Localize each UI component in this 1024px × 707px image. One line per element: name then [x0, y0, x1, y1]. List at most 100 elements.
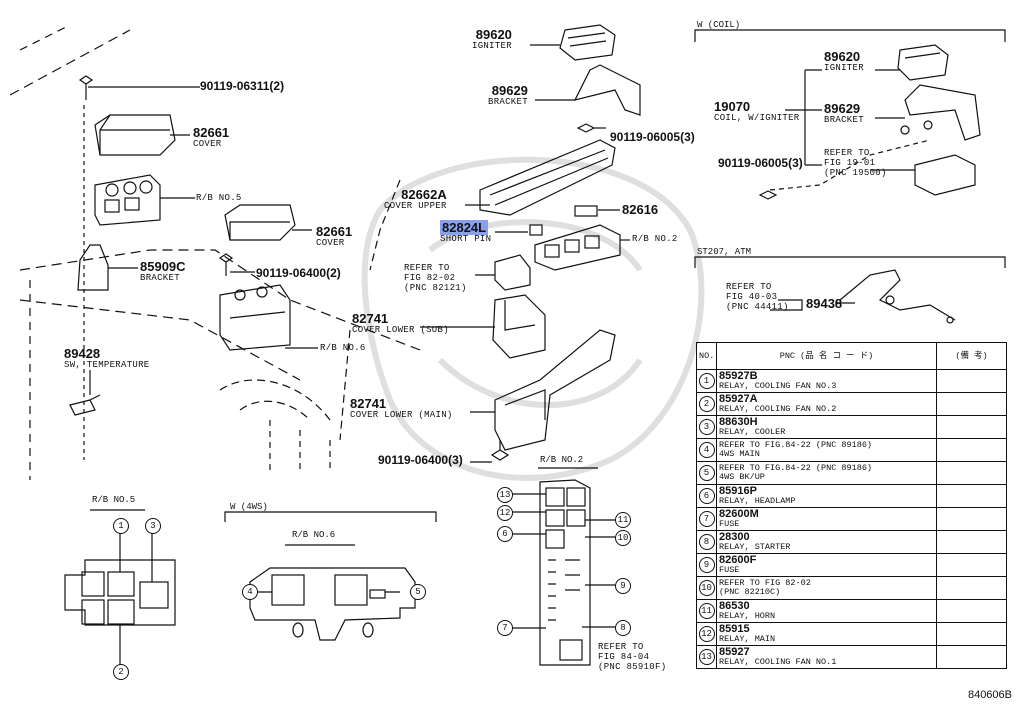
- row-remarks: [936, 622, 1007, 646]
- row-remarks: [936, 461, 1007, 485]
- part-name: FUSE: [719, 565, 740, 575]
- wire-harness-icon: [839, 269, 956, 324]
- row-number: 5: [696, 461, 717, 485]
- callout-7: 7: [497, 620, 513, 636]
- row-number-circle: 4: [698, 442, 715, 458]
- bracket-icon: [573, 64, 641, 116]
- part-name: RELAY, COOLING FAN NO.1: [719, 657, 837, 667]
- callout-1: 1: [113, 518, 129, 534]
- cover-upper-icon: [479, 139, 616, 216]
- pnc-code: 86530: [719, 600, 750, 612]
- row-number-circle: 6: [698, 488, 715, 504]
- part-name: RELAY, MAIN: [719, 634, 776, 644]
- part-name: RELAY, STARTER: [719, 542, 791, 552]
- row-remarks: [936, 553, 1007, 577]
- callout-8: 8: [615, 620, 631, 636]
- table-row: 4 REFER TO FIG.84-22 (PNC 89186)4WS MAIN: [696, 438, 1007, 462]
- row-number: 6: [696, 484, 717, 508]
- row-remarks: [936, 415, 1007, 439]
- fuse-icon: [574, 205, 598, 217]
- row-remarks: [936, 645, 1007, 669]
- section-w-coil: W (COIL): [697, 20, 741, 30]
- header-pnc: PNC (品 名 コ ー ド): [716, 342, 937, 370]
- callout-2: 2: [113, 664, 129, 680]
- section-w-4ws: W (4WS): [230, 502, 268, 512]
- row-number-circle: 2: [698, 396, 715, 412]
- screw-icon: [78, 75, 94, 100]
- part-name: RELAY, COOLING FAN NO.3: [719, 381, 837, 391]
- part-name-2: 4WS MAIN: [719, 449, 760, 459]
- row-number: 11: [696, 599, 717, 623]
- part-name: REFER TO FIG.84-22 (PNC 89186): [719, 463, 873, 473]
- row-number: 7: [696, 507, 717, 531]
- callout-9: 9: [615, 578, 631, 594]
- part-name: FUSE: [719, 519, 740, 529]
- row-pnc: REFER TO FIG.84-22 (PNC 89186)4WS BK/UP: [716, 461, 937, 485]
- short-pin-icon: [529, 224, 543, 236]
- part-90119-06400-2: 90119-06400(2): [256, 266, 341, 280]
- callout-11: 11: [615, 512, 631, 528]
- relay-block-icon: [94, 174, 161, 226]
- callout-6: 6: [497, 526, 513, 542]
- relay-block-diagram: [64, 559, 176, 626]
- row-pnc: REFER TO FIG 82-02(PNC 82210C): [716, 576, 937, 600]
- part-name: RELAY, COOLING FAN NO.2: [719, 404, 837, 414]
- part-name-2: 4WS BK/UP: [719, 472, 765, 482]
- figure-code: 840606B: [967, 689, 1012, 701]
- row-number-circle: 5: [698, 465, 715, 481]
- row-number-circle: 1: [698, 373, 715, 389]
- relay-block-diagram: [539, 479, 591, 666]
- coil-icon: [914, 154, 976, 196]
- part-name: REFER TO FIG.84-22 (PNC 89186): [719, 440, 873, 450]
- pnc-code: 85927A: [719, 393, 758, 405]
- callout-10: 10: [615, 530, 631, 546]
- pnc-code: 82600F: [719, 554, 757, 566]
- row-number-circle: 7: [698, 511, 715, 527]
- row-number-circle: 3: [698, 419, 715, 435]
- part-89438: 89438: [806, 296, 843, 311]
- row-number-circle: 8: [698, 534, 715, 550]
- section-rb6-detail: R/B NO.6: [292, 530, 336, 540]
- watermark-emblem: [361, 156, 705, 481]
- callout-4: 4: [242, 584, 258, 600]
- pnc-code: 85927B: [719, 370, 758, 382]
- row-number: 2: [696, 392, 717, 416]
- row-remarks: [936, 438, 1007, 462]
- part-rb5-label: R/B NO.5: [196, 193, 242, 203]
- callout-12: 12: [497, 505, 513, 521]
- part-name: RELAY, COOLER: [719, 427, 786, 437]
- pnc-code: 82600M: [719, 508, 759, 520]
- row-number: 4: [696, 438, 717, 462]
- cover-lower-icon: [492, 294, 546, 359]
- cover-icon: [224, 204, 296, 241]
- row-number-circle: 12: [698, 626, 715, 642]
- header-no: NO.: [696, 342, 717, 370]
- part-rb6-label: R/B NO.6: [320, 343, 366, 353]
- row-remarks: [936, 392, 1007, 416]
- row-number: 3: [696, 415, 717, 439]
- pnc-code: 88630H: [719, 416, 758, 428]
- row-remarks: [936, 369, 1007, 393]
- section-rb5-detail: R/B NO.5: [92, 495, 136, 505]
